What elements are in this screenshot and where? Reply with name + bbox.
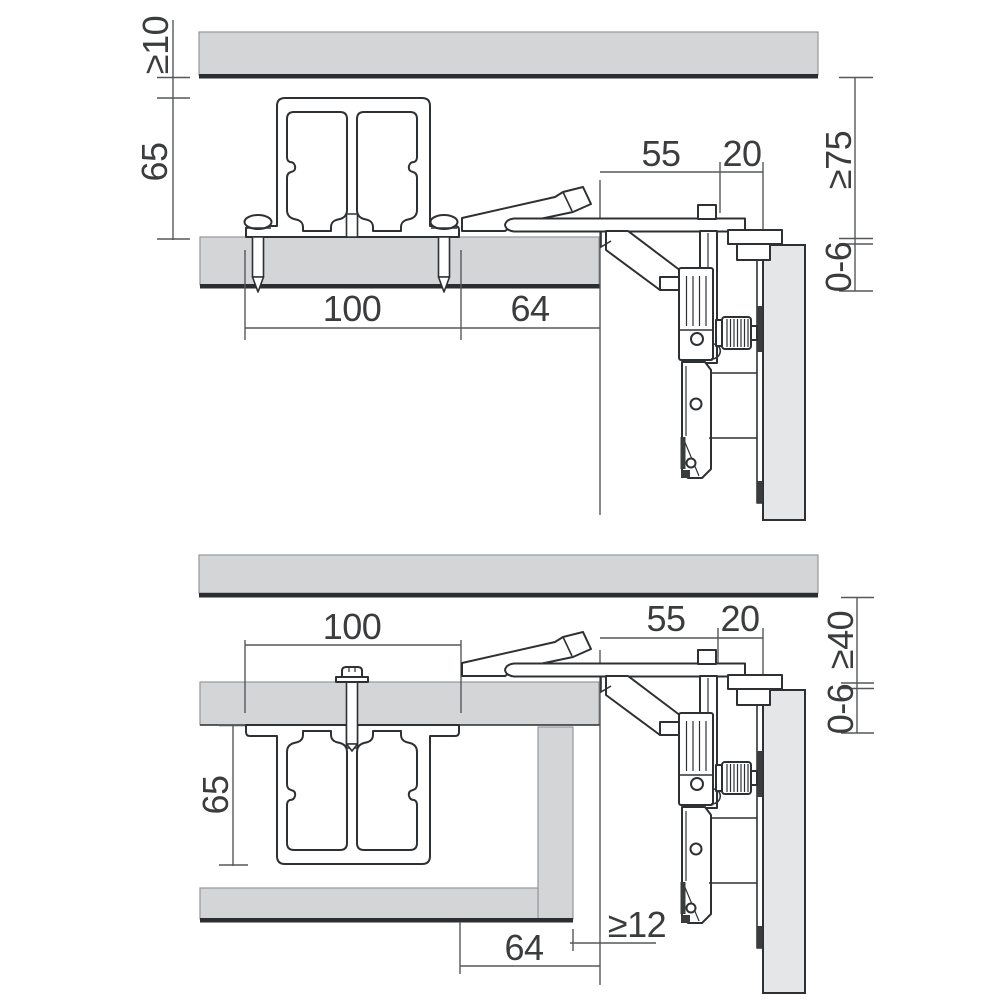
dim-profile-height-b: 65 xyxy=(195,775,236,814)
dim-front-clearance: ≥75 xyxy=(818,131,859,189)
running-track-profile xyxy=(245,97,460,238)
cabinet-top-panel-bottom xyxy=(199,681,600,726)
top-view: ≥10 65 100 64 55 20 ≥75 0-6 xyxy=(134,16,873,521)
sliding-door-top xyxy=(756,244,806,521)
dim-edge-offset-b: 64 xyxy=(504,927,543,968)
cabinet-top-panel xyxy=(199,236,600,286)
ceiling-panel-bottom xyxy=(198,554,819,594)
dim-arm-depth: 55 xyxy=(641,133,680,174)
door-hanger-assembly xyxy=(461,186,783,479)
dim-door-gap: 20 xyxy=(722,133,761,174)
bottom-view-dimension-lines xyxy=(219,596,874,985)
sliding-door-bottom xyxy=(756,689,806,994)
top-view-panels xyxy=(198,31,819,289)
dim-edge-offset: 64 xyxy=(510,288,549,329)
ceiling-panel xyxy=(198,31,819,76)
dim-door-gap-b: 20 xyxy=(720,598,759,639)
bottom-view-labels: 100 65 55 20 ≥40 0-6 64 ≥12 xyxy=(195,598,861,968)
cabinet-shelf xyxy=(199,887,539,920)
dim-height-adjustment: 0-6 xyxy=(818,242,859,293)
dim-top-clearance-b: ≥40 xyxy=(820,611,861,669)
cabinet-divider-post xyxy=(537,726,574,920)
dim-profile-width-b: 100 xyxy=(323,606,382,647)
dim-profile-height: 65 xyxy=(134,142,175,181)
dim-height-adjustment-b: 0-6 xyxy=(820,684,861,735)
door-hanger-assembly-bottom xyxy=(461,631,783,924)
dim-side-clearance-b: ≥12 xyxy=(608,904,666,945)
dim-profile-width: 100 xyxy=(323,288,382,329)
top-view-dimension-lines xyxy=(157,20,873,515)
dim-arm-depth-b: 55 xyxy=(646,598,685,639)
track-screw-center xyxy=(335,666,369,752)
bottom-view-panels xyxy=(198,554,819,923)
top-view-labels: ≥10 65 100 64 55 20 ≥75 0-6 xyxy=(134,16,859,329)
bottom-view: 100 65 55 20 ≥40 0-6 64 ≥12 xyxy=(195,554,874,994)
dim-ceiling-clearance: ≥10 xyxy=(135,16,176,74)
